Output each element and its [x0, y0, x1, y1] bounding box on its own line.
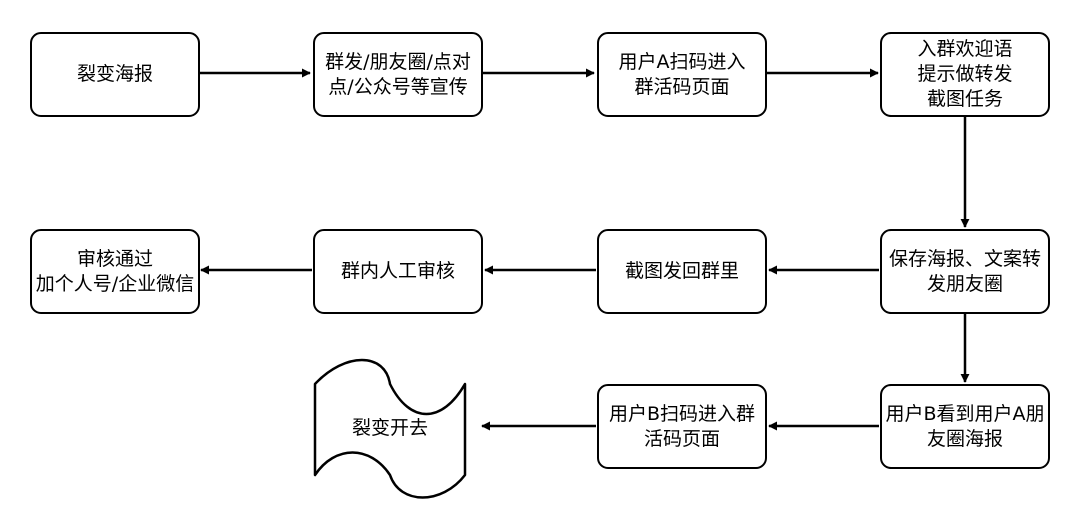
node-welcome-line-2: 提示做转发: [917, 63, 1013, 85]
node-screenshot-back: 截图发回群里: [597, 229, 767, 314]
node-user-a-scan-line-2: 群活码页面: [634, 75, 730, 98]
node-user-b-scan-line-2: 活码页面: [643, 427, 720, 450]
node-promote: 群发/朋友圈/点对 点/公众号等宣传: [313, 32, 483, 117]
node-save-share-line-2: 发朋友圈: [926, 272, 1003, 295]
node-user-a-scan: 用户A扫码进入 群活码页面: [597, 32, 767, 117]
node-approved-line-1: 审核通过: [76, 247, 153, 270]
node-fission-start: 裂变开去: [314, 388, 466, 468]
fission-start-wave-shape: [313, 358, 467, 499]
node-poster-line-1: 裂变海报: [76, 63, 153, 85]
node-save-share-line-1: 保存海报、文案转: [888, 247, 1041, 270]
node-approved-line-2: 加个人号/企业微信: [35, 272, 195, 295]
node-welcome-line-1: 入群欢迎语: [917, 38, 1013, 60]
node-save-share: 保存海报、文案转 发朋友圈: [880, 229, 1050, 314]
node-manual-review-line-1: 群内人工审核: [340, 260, 455, 282]
node-user-b-sees: 用户B看到用户A朋 友圈海报: [880, 384, 1050, 469]
node-welcome: 入群欢迎语 提示做转发 截图任务: [880, 32, 1050, 117]
node-screenshot-back-line-1: 截图发回群里: [624, 260, 739, 282]
node-user-b-scan: 用户B扫码进入群 活码页面: [597, 384, 767, 469]
node-promote-line-1: 群发/朋友圈/点对: [325, 50, 471, 73]
node-poster: 裂变海报: [30, 32, 200, 117]
node-user-b-sees-line-1: 用户B看到用户A朋: [885, 402, 1045, 425]
node-user-b-sees-line-2: 友圈海报: [926, 427, 1003, 450]
node-user-a-scan-line-1: 用户A扫码进入: [618, 50, 746, 73]
node-welcome-line-3: 截图任务: [926, 88, 1003, 110]
node-approved: 审核通过 加个人号/企业微信: [30, 229, 200, 314]
node-manual-review: 群内人工审核: [313, 229, 483, 314]
node-fission-start-line-1: 裂变开去: [351, 416, 428, 439]
node-user-b-scan-line-1: 用户B扫码进入群: [608, 402, 756, 425]
node-promote-line-2: 点/公众号等宣传: [328, 75, 468, 98]
